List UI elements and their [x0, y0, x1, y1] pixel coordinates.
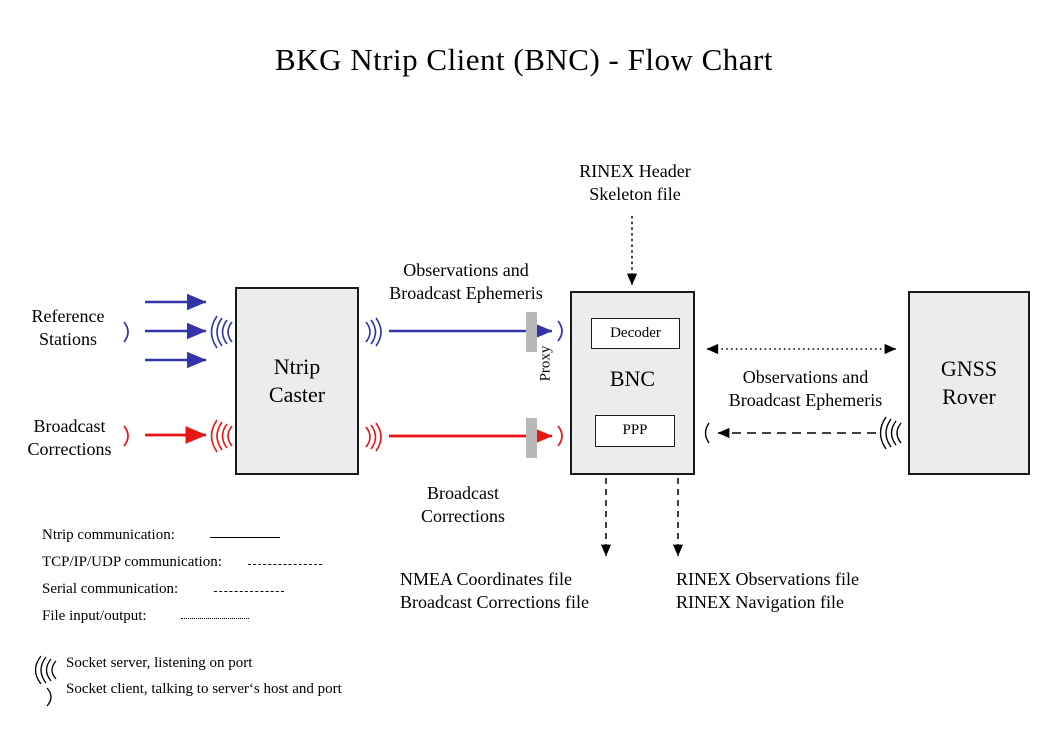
legend-row-file-io: File input/output:: [42, 605, 372, 632]
label-broadcast-corrections-source: Broadcast Corrections: [12, 415, 127, 460]
legend-label-file-io: File input/output:: [42, 608, 147, 624]
reference-station-arrows: [145, 293, 207, 369]
label-bc-mid-line2: Corrections: [421, 505, 505, 526]
legend-label-tcpip: TCP/IP/UDP communication:: [42, 554, 222, 570]
bnc-ppp-module[interactable]: PPP: [595, 415, 675, 447]
label-output-left-line2: Broadcast Corrections file: [400, 591, 589, 612]
legend-sample-solid: [210, 537, 280, 538]
legend-label-socket-server: Socket server, listening on port: [66, 655, 253, 671]
proxy-barrier-bottom: [526, 418, 537, 458]
proxy-barrier-top: [526, 312, 537, 352]
legend-line-styles: Ntrip communication: TCP/IP/UDP communic…: [42, 524, 372, 632]
label-reference-stations: Reference Stations: [18, 305, 118, 350]
label-rinex-header-line2: Skeleton file: [589, 183, 681, 204]
legend-row-socket-client: Socket client, talking to server‘s host …: [40, 678, 460, 704]
label-bc-source-line2: Corrections: [27, 438, 112, 459]
bnc-label: BNC: [609, 366, 656, 391]
legend-socket-symbols: Socket server, listening on port Socket …: [40, 652, 460, 704]
label-obs-mid-line2: Broadcast Ephemeris: [389, 282, 543, 303]
legend-sample-dash-dot: [214, 591, 284, 592]
bnc-decoder-module[interactable]: Decoder: [591, 318, 680, 349]
label-output-right-line1: RINEX Observations file: [676, 569, 859, 589]
label-output-files-left: NMEA Coordinates file Broadcast Correcti…: [400, 568, 640, 613]
label-observations-caster-to-bnc: Observations and Broadcast Ephemeris: [378, 259, 554, 304]
legend-row-tcpip: TCP/IP/UDP communication:: [42, 551, 372, 578]
legend-row-serial: Serial communication:: [42, 578, 372, 605]
label-output-left-line1: NMEA Coordinates file: [400, 569, 572, 589]
gnss-rover-label-line1: GNSS: [940, 355, 998, 381]
label-observations-bnc-to-rover: Observations and Broadcast Ephemeris: [718, 366, 893, 411]
socket-server-icon-rover: [879, 416, 902, 450]
label-reference-stations-line2: Stations: [38, 328, 97, 349]
legend-label-socket-client: Socket client, talking to server‘s host …: [66, 681, 342, 697]
ntrip-caster-label-line2: Caster: [268, 382, 326, 407]
label-rinex-header-line1: RINEX Header: [579, 161, 691, 181]
label-obs-mid-line1: Observations and: [403, 260, 529, 280]
label-output-files-right: RINEX Observations file RINEX Navigation…: [676, 568, 906, 613]
tcpip-link-rover-to-bnc: [704, 422, 876, 444]
legend-row-socket-server: Socket server, listening on port: [40, 652, 460, 678]
label-obs-right-line1: Observations and: [742, 367, 869, 387]
label-rinex-header-skeleton-file: RINEX Header Skeleton file: [550, 160, 720, 205]
page-title: BKG Ntrip Client (BNC) - Flow Chart: [275, 42, 773, 77]
broadcast-corrections-input-arrow: [123, 425, 207, 447]
socket-client-icon-bnc-top: [557, 320, 563, 342]
label-broadcast-corrections-caster-to-bnc: Broadcast Corrections: [398, 482, 528, 527]
socket-client-icon-legend: [46, 687, 52, 707]
label-obs-right-line2: Broadcast Ephemeris: [728, 389, 883, 410]
ppp-label: PPP: [622, 422, 648, 439]
node-gnss-rover[interactable]: GNSS Rover: [908, 291, 1030, 475]
label-reference-stations-line1: Reference: [31, 306, 105, 326]
label-bc-mid-line1: Broadcast: [427, 483, 499, 503]
gnss-rover-label-line2: Rover: [942, 384, 996, 409]
node-ntrip-caster[interactable]: Ntrip Caster: [235, 287, 359, 475]
socket-server-icon-caster-bottom: [210, 419, 233, 453]
socket-client-icon-bnc-bottom: [557, 425, 563, 447]
label-output-right-line2: RINEX Navigation file: [676, 591, 844, 612]
socket-client-icon-reference: [123, 321, 129, 343]
legend-sample-dotted: [181, 618, 249, 619]
socket-server-icon-caster-out-bottom: [365, 422, 382, 452]
legend-sample-dashed: [248, 564, 322, 565]
node-bnc[interactable]: Decoder BNC PPP: [570, 291, 695, 475]
decoder-label: Decoder: [610, 324, 661, 341]
legend-label-serial: Serial communication:: [42, 581, 179, 597]
ntrip-caster-label-line1: Ntrip: [273, 353, 321, 379]
legend-label-ntrip: Ntrip communication:: [42, 527, 175, 543]
label-bc-source-line1: Broadcast: [33, 416, 106, 436]
socket-server-icon-caster-out-top: [365, 317, 382, 347]
socket-server-icon-caster-top: [210, 315, 233, 349]
socket-server-icon-legend: [34, 655, 57, 685]
legend-row-ntrip: Ntrip communication:: [42, 524, 372, 551]
proxy-label: Proxy: [537, 345, 554, 382]
